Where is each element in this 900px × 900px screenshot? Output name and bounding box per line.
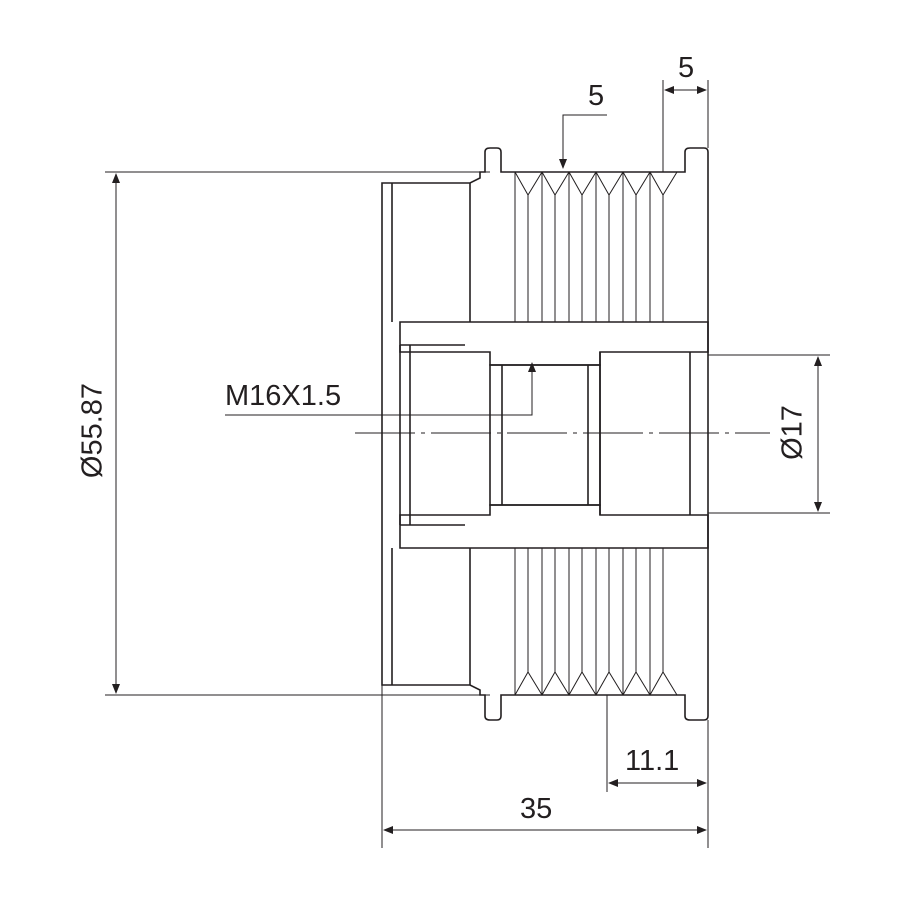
- groove-v: [568, 171, 597, 196]
- flange-width-label: 5: [678, 52, 695, 84]
- section-bottom: [399, 504, 709, 549]
- groove-v: [595, 671, 624, 696]
- bore: [399, 344, 691, 526]
- rib-pitch-label: 5: [588, 80, 605, 112]
- groove-v: [568, 671, 597, 696]
- groove-v: [541, 671, 570, 696]
- groove-v: [514, 171, 543, 196]
- dimension-lines: [105, 80, 830, 848]
- total-length-label: 35: [520, 793, 553, 825]
- pulley-body: [381, 147, 709, 721]
- groove-v: [595, 171, 624, 196]
- groove-v: [649, 671, 678, 696]
- section-top: [399, 321, 709, 366]
- groove-v: [649, 171, 678, 196]
- groove-v: [514, 671, 543, 696]
- groove-offset-label: 11.1: [625, 745, 680, 777]
- groove-v: [541, 171, 570, 196]
- grooves: [514, 171, 678, 696]
- thread-label: M16X1.5: [225, 380, 342, 412]
- groove-v: [622, 671, 651, 696]
- groove-v: [622, 171, 651, 196]
- bore-diameter-label: Ø17: [776, 405, 809, 460]
- outer-diameter-label: Ø55.87: [76, 382, 109, 479]
